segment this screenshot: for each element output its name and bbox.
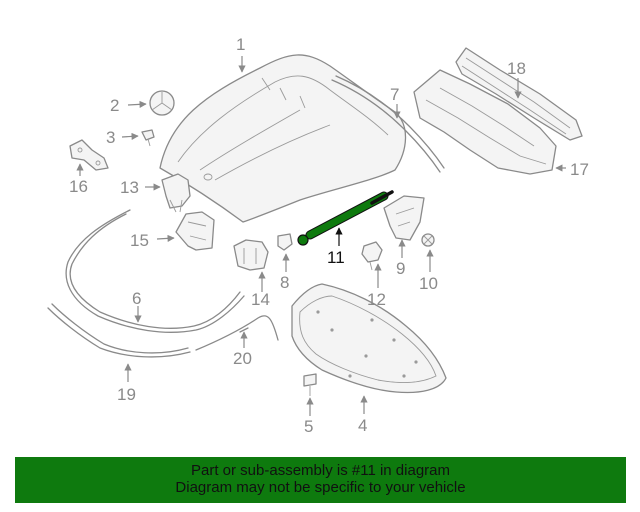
part-info-banner: Part or sub-assembly is #11 in diagram D… — [15, 457, 626, 503]
callout-17: 17 — [570, 160, 589, 179]
callout-15: 15 — [130, 231, 149, 250]
callout-9: 9 — [396, 259, 405, 278]
callout-3: 3 — [106, 128, 115, 147]
part-clip-8 — [277, 233, 293, 251]
part-emblem — [149, 90, 175, 116]
part-seal-7 — [331, 75, 445, 173]
parts-diagram: 1 2 3 4 5 6 7 8 9 10 11 12 13 14 15 16 1… — [47, 35, 589, 436]
callout-1: 1 — [236, 35, 245, 54]
leader-lines — [76, 56, 566, 416]
callout-10: 10 — [419, 274, 438, 293]
part-bolt-10 — [421, 233, 435, 247]
part-cowl-17 — [413, 69, 557, 175]
part-bracket-14 — [233, 239, 269, 271]
banner-line-disclaimer: Diagram may not be specific to your vehi… — [175, 479, 466, 496]
part-hood — [159, 54, 407, 223]
callout-16: 16 — [69, 177, 88, 196]
callout-labels: 1 2 3 4 5 6 7 8 9 10 11 12 13 14 15 16 1… — [69, 35, 589, 436]
callout-7: 7 — [390, 85, 399, 104]
part-latch-13 — [161, 173, 191, 213]
callout-13: 13 — [120, 178, 139, 197]
part-seal-19 — [47, 303, 191, 358]
banner-line-part: Part or sub-assembly is #11 in diagram — [191, 462, 450, 479]
callout-19: 19 — [117, 385, 136, 404]
callout-2: 2 — [110, 96, 119, 115]
part-clip-5 — [303, 373, 317, 396]
callout-8: 8 — [280, 273, 289, 292]
callout-4: 4 — [358, 416, 367, 435]
callout-5: 5 — [304, 417, 313, 436]
part-seal-6 — [65, 209, 245, 333]
callout-20: 20 — [233, 349, 252, 368]
callout-14: 14 — [251, 290, 270, 309]
part-hinge-15 — [175, 211, 215, 251]
part-hinge-9 — [383, 195, 425, 241]
part-insulator-4 — [291, 283, 447, 394]
part-stop-12 — [361, 241, 383, 271]
callout-6: 6 — [132, 289, 141, 308]
part-bracket-16 — [69, 139, 109, 171]
part-bolt-3 — [141, 129, 155, 147]
callout-12: 12 — [367, 290, 386, 309]
part-gas-strut-11 — [297, 190, 394, 246]
callout-11: 11 — [327, 248, 345, 267]
callout-18: 18 — [507, 59, 526, 78]
